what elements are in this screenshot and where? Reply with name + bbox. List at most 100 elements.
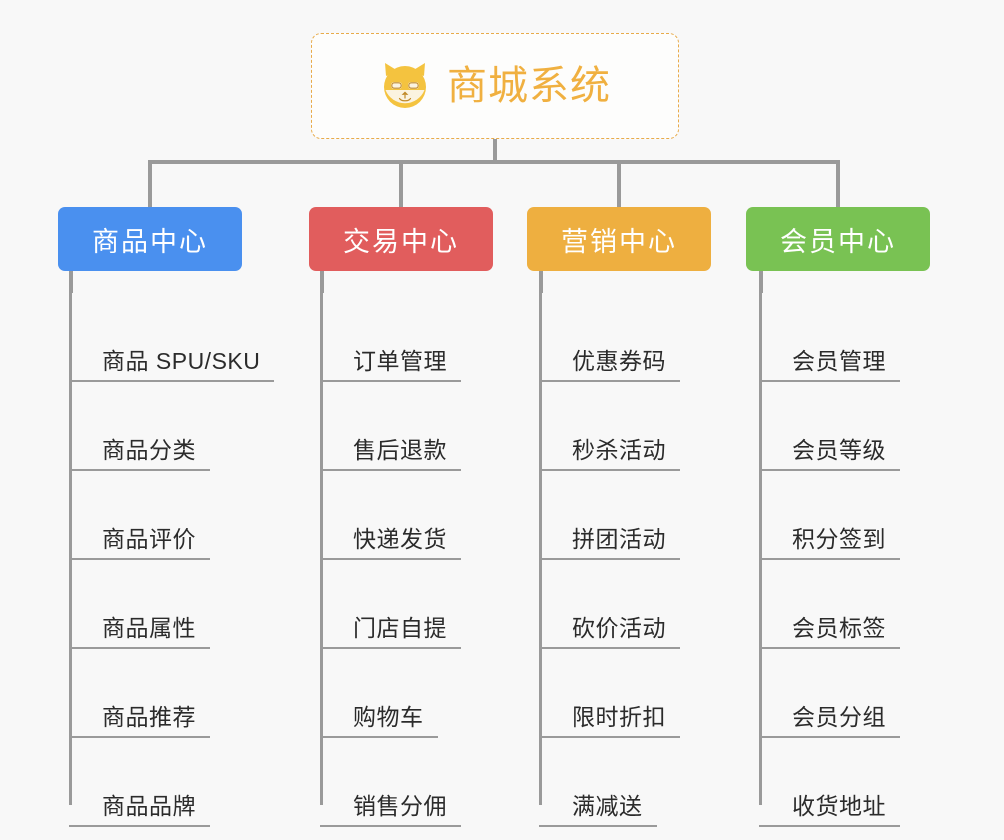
- leaf-label: 砍价活动: [572, 615, 666, 641]
- leaf-column-marketing: 优惠券码 秒杀活动 拼团活动 砍价活动 限时折扣 满减送: [539, 293, 769, 827]
- column-rail: [539, 293, 542, 805]
- leaf-item[interactable]: 购物车: [320, 649, 550, 738]
- leaf-item[interactable]: 拼团活动: [539, 471, 769, 560]
- leaf-underline: [759, 558, 900, 560]
- category-node-member[interactable]: 会员中心: [746, 207, 930, 271]
- leaf-column-product: 商品 SPU/SKU 商品分类 商品评价 商品属性 商品推荐 商品品牌: [69, 293, 299, 827]
- leaf-underline: [759, 469, 900, 471]
- leaf-underline: [69, 736, 210, 738]
- leaf-item[interactable]: 积分签到: [759, 471, 989, 560]
- leaf-underline: [320, 469, 461, 471]
- leaf-label: 满减送: [572, 793, 643, 819]
- leaf-item[interactable]: 订单管理: [320, 293, 550, 382]
- category-node-product[interactable]: 商品中心: [58, 207, 242, 271]
- leaf-underline: [69, 647, 210, 649]
- leaf-label: 会员等级: [792, 437, 886, 463]
- leaf-label: 优惠券码: [572, 348, 666, 374]
- leaf-column-transaction: 订单管理 售后退款 快递发货 门店自提 购物车 销售分佣: [320, 293, 550, 827]
- leaf-item[interactable]: 满减送: [539, 738, 769, 827]
- connector-drop-2: [399, 160, 403, 207]
- leaf-underline: [69, 380, 274, 382]
- leaf-underline: [539, 736, 680, 738]
- leaf-label: 商品推荐: [102, 704, 196, 730]
- leaf-item[interactable]: 秒杀活动: [539, 382, 769, 471]
- leaf-item[interactable]: 门店自提: [320, 560, 550, 649]
- leaf-item[interactable]: 商品评价: [69, 471, 299, 560]
- category-node-transaction[interactable]: 交易中心: [309, 207, 493, 271]
- leaf-underline: [759, 380, 900, 382]
- leaf-underline: [320, 736, 438, 738]
- leaf-item[interactable]: 会员标签: [759, 560, 989, 649]
- leaf-item[interactable]: 会员等级: [759, 382, 989, 471]
- leaf-underline: [539, 825, 657, 827]
- leaf-label: 商品评价: [102, 526, 196, 552]
- connector-under-4: [759, 271, 763, 293]
- leaf-underline: [539, 469, 680, 471]
- leaf-item[interactable]: 会员管理: [759, 293, 989, 382]
- leaf-underline: [759, 647, 900, 649]
- leaf-underline: [69, 825, 210, 827]
- connector-drop-4: [836, 160, 840, 207]
- connector-horizontal-bus: [148, 160, 840, 164]
- leaf-label: 限时折扣: [572, 704, 666, 730]
- leaf-column-member: 会员管理 会员等级 积分签到 会员标签 会员分组 收货地址: [759, 293, 989, 827]
- leaf-label: 商品属性: [102, 615, 196, 641]
- column-rail: [320, 293, 323, 805]
- leaf-label: 积分签到: [792, 526, 886, 552]
- leaf-underline: [759, 736, 900, 738]
- leaf-underline: [539, 558, 680, 560]
- root-title: 商城系统: [447, 64, 611, 108]
- leaf-item[interactable]: 商品品牌: [69, 738, 299, 827]
- leaf-label: 商品 SPU/SKU: [102, 348, 261, 374]
- connector-under-1: [69, 271, 73, 293]
- category-label: 营销中心: [561, 226, 677, 257]
- root-node[interactable]: 商城系统: [311, 33, 679, 139]
- leaf-item[interactable]: 商品分类: [69, 382, 299, 471]
- leaf-label: 购物车: [353, 704, 424, 730]
- leaf-underline: [759, 825, 900, 827]
- leaf-label: 商品品牌: [102, 793, 196, 819]
- leaf-label: 拼团活动: [572, 526, 666, 552]
- category-label: 商品中心: [92, 226, 208, 257]
- leaf-item[interactable]: 快递发货: [320, 471, 550, 560]
- column-rail: [69, 293, 72, 805]
- category-label: 会员中心: [780, 226, 896, 257]
- leaf-label: 会员标签: [792, 615, 886, 641]
- leaf-label: 销售分佣: [353, 793, 447, 819]
- leaf-underline: [539, 380, 680, 382]
- leaf-underline: [69, 558, 210, 560]
- leaf-label: 会员分组: [792, 704, 886, 730]
- leaf-item[interactable]: 限时折扣: [539, 649, 769, 738]
- category-node-marketing[interactable]: 营销中心: [527, 207, 711, 271]
- leaf-label: 售后退款: [353, 437, 447, 463]
- leaf-label: 秒杀活动: [572, 437, 666, 463]
- leaf-underline: [320, 558, 461, 560]
- shiba-dog-icon: [384, 63, 426, 108]
- leaf-underline: [539, 647, 680, 649]
- leaf-item[interactable]: 商品 SPU/SKU: [69, 293, 299, 382]
- column-rail: [759, 293, 762, 805]
- leaf-label: 快递发货: [353, 526, 447, 552]
- leaf-underline: [320, 647, 461, 649]
- connector-drop-3: [617, 160, 621, 207]
- leaf-item[interactable]: 收货地址: [759, 738, 989, 827]
- leaf-underline: [69, 469, 210, 471]
- leaf-item[interactable]: 会员分组: [759, 649, 989, 738]
- leaf-label: 门店自提: [353, 615, 447, 641]
- leaf-item[interactable]: 商品属性: [69, 560, 299, 649]
- leaf-item[interactable]: 销售分佣: [320, 738, 550, 827]
- leaf-item[interactable]: 优惠券码: [539, 293, 769, 382]
- connector-under-2: [320, 271, 324, 293]
- leaf-underline: [320, 825, 461, 827]
- leaf-label: 订单管理: [353, 348, 447, 374]
- category-label: 交易中心: [343, 226, 459, 257]
- leaf-item[interactable]: 售后退款: [320, 382, 550, 471]
- leaf-item[interactable]: 商品推荐: [69, 649, 299, 738]
- leaf-label: 商品分类: [102, 437, 196, 463]
- leaf-item[interactable]: 砍价活动: [539, 560, 769, 649]
- leaf-label: 收货地址: [792, 793, 886, 819]
- leaf-underline: [320, 380, 461, 382]
- connector-under-3: [539, 271, 543, 293]
- leaf-label: 会员管理: [792, 348, 886, 374]
